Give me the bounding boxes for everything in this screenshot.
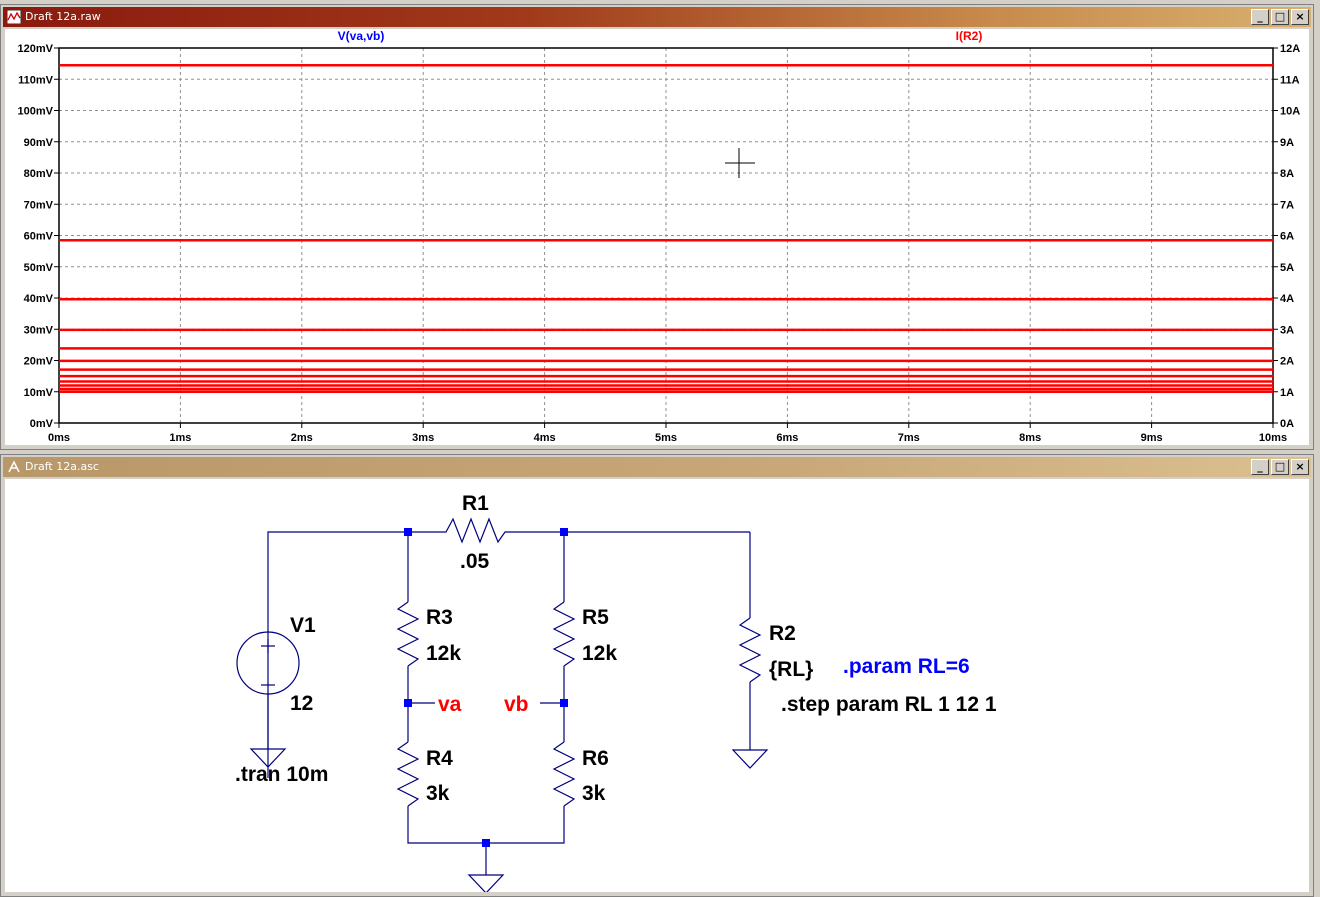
plot-window-title: Draft 12a.raw bbox=[25, 10, 101, 23]
y-right-tick-label: 6A bbox=[1280, 231, 1294, 243]
y-right-tick-label: 5A bbox=[1280, 262, 1294, 274]
trace-label-current[interactable]: I(R2) bbox=[956, 29, 983, 43]
polarity-marks bbox=[261, 639, 275, 686]
minimize-button[interactable]: _ bbox=[1251, 9, 1269, 25]
y-right-tick-label: 8A bbox=[1280, 168, 1294, 180]
wire-top[interactable] bbox=[267, 531, 439, 778]
resistor-r4-symbol[interactable] bbox=[396, 741, 420, 807]
x-tick-label: 3ms bbox=[412, 432, 434, 444]
y-right-tick-label: 3A bbox=[1280, 324, 1294, 336]
r6-name[interactable]: R6 bbox=[582, 747, 609, 770]
resistor-r5-symbol[interactable] bbox=[552, 601, 576, 667]
wire[interactable] bbox=[407, 806, 565, 844]
waveform-plot[interactable]: V(va,vb) I(R2) 0ms 1ms 2ms 3ms 4ms 5ms 6ms 7ms 8… bbox=[5, 29, 1309, 445]
x-tick-label: 9ms bbox=[1141, 432, 1163, 444]
y-right-tick-label: 4A bbox=[1280, 293, 1294, 305]
x-tick-label: 4ms bbox=[534, 432, 556, 444]
close-button[interactable]: × bbox=[1291, 9, 1309, 25]
param-directive[interactable]: .param RL=6 bbox=[843, 655, 970, 678]
net-label-vb[interactable]: vb bbox=[504, 693, 529, 716]
x-tick-label: 5ms bbox=[655, 432, 677, 444]
crosshair-cursor bbox=[725, 148, 755, 178]
y-right-tick-label: 2A bbox=[1280, 356, 1294, 368]
y-left-tick-label: 20mV bbox=[24, 356, 54, 368]
tran-directive[interactable]: .tran 10m bbox=[235, 763, 328, 786]
plot-traces bbox=[59, 63, 1273, 393]
r1-value[interactable]: .05 bbox=[460, 550, 490, 573]
r1-name[interactable]: R1 bbox=[462, 492, 489, 515]
schematic-window-titlebar[interactable]: Draft 12a.asc _ □ × bbox=[3, 457, 1311, 477]
y-right-tick-label: 9A bbox=[1280, 137, 1294, 149]
ground-icon bbox=[249, 748, 287, 768]
resistor-r1-symbol[interactable] bbox=[439, 517, 508, 544]
y-right-tick-label: 7A bbox=[1280, 199, 1294, 211]
y-left-tick-label: 10mV bbox=[24, 387, 54, 399]
step-directive[interactable]: .step param RL 1 12 1 bbox=[781, 693, 997, 716]
plot-axes: 0ms 1ms 2ms 3ms 4ms 5ms 6ms 7ms 8ms 9ms 10ms 0mV 10m… bbox=[18, 43, 1301, 444]
schematic-canvas[interactable]: R1 .05 R3 12k R5 12k R2 {RL} V1 12 R4 3k… bbox=[5, 479, 1309, 894]
r3-value[interactable]: 12k bbox=[426, 642, 461, 665]
r4-name[interactable]: R4 bbox=[426, 747, 453, 770]
resistor-r6-symbol[interactable] bbox=[552, 741, 576, 807]
ground-icon bbox=[467, 874, 505, 894]
y-right-tick-label: 11A bbox=[1280, 74, 1300, 86]
close-button[interactable]: × bbox=[1291, 459, 1309, 475]
x-tick-label: 0ms bbox=[48, 432, 70, 444]
r3-name[interactable]: R3 bbox=[426, 606, 453, 629]
y-right-tick-label: 0A bbox=[1280, 418, 1294, 430]
schematic-icon bbox=[8, 460, 20, 473]
schematic-window: Draft 12a.asc _ □ × bbox=[0, 454, 1314, 897]
schematic-drawing[interactable]: R1 .05 R3 12k R5 12k R2 {RL} V1 12 R4 3k… bbox=[5, 479, 1309, 894]
trace-label-voltage[interactable]: V(va,vb) bbox=[338, 29, 385, 43]
plot-canvas[interactable]: V(va,vb) I(R2) 0ms 1ms 2ms 3ms 4ms 5ms 6ms 7ms 8… bbox=[5, 29, 1309, 445]
v1-value[interactable]: 12 bbox=[290, 692, 313, 715]
plot-grid bbox=[59, 48, 1273, 423]
x-tick-label: 1ms bbox=[169, 432, 191, 444]
resistor-r2-symbol[interactable] bbox=[738, 617, 762, 683]
net-label-va[interactable]: va bbox=[438, 693, 462, 716]
y-left-tick-label: 110mV bbox=[18, 74, 54, 86]
y-right-tick-label: 12A bbox=[1280, 43, 1300, 55]
junction-dots bbox=[404, 528, 568, 847]
y-left-tick-label: 70mV bbox=[24, 199, 54, 211]
r5-value[interactable]: 12k bbox=[582, 642, 617, 665]
maximize-button[interactable]: □ bbox=[1271, 9, 1289, 25]
y-left-tick-label: 30mV bbox=[24, 324, 54, 336]
x-tick-label: 8ms bbox=[1019, 432, 1041, 444]
schematic-window-title: Draft 12a.asc bbox=[25, 460, 99, 473]
r2-value[interactable]: {RL} bbox=[769, 658, 813, 681]
y-left-tick-label: 0mV bbox=[30, 418, 54, 430]
x-tick-label: 10ms bbox=[1259, 432, 1287, 444]
plot-window-titlebar[interactable]: Draft 12a.raw _ □ × bbox=[3, 7, 1311, 27]
x-tick-label: 6ms bbox=[776, 432, 798, 444]
x-tick-label: 2ms bbox=[291, 432, 313, 444]
y-left-tick-label: 100mV bbox=[18, 106, 54, 118]
y-left-tick-label: 90mV bbox=[24, 137, 54, 149]
y-left-tick-label: 120mV bbox=[18, 43, 54, 55]
maximize-button[interactable]: □ bbox=[1271, 459, 1289, 475]
waveform-icon bbox=[7, 10, 21, 24]
y-left-tick-label: 40mV bbox=[24, 293, 54, 305]
r4-value[interactable]: 3k bbox=[426, 782, 450, 805]
ground-icon bbox=[731, 749, 769, 769]
minimize-button[interactable]: _ bbox=[1251, 459, 1269, 475]
r6-value[interactable]: 3k bbox=[582, 782, 606, 805]
y-left-tick-label: 60mV bbox=[24, 231, 54, 243]
y-left-tick-label: 80mV bbox=[24, 168, 54, 180]
x-tick-label: 7ms bbox=[898, 432, 920, 444]
y-right-tick-label: 1A bbox=[1280, 387, 1294, 399]
v1-name[interactable]: V1 bbox=[290, 614, 316, 637]
r2-name[interactable]: R2 bbox=[769, 622, 796, 645]
r5-name[interactable]: R5 bbox=[582, 606, 609, 629]
resistor-r3-symbol[interactable] bbox=[396, 601, 420, 667]
y-left-tick-label: 50mV bbox=[24, 262, 54, 274]
plot-window: Draft 12a.raw _ □ × V(va,vb) I(R2) 0ms 1m… bbox=[0, 4, 1314, 450]
y-right-tick-label: 10A bbox=[1280, 106, 1300, 118]
